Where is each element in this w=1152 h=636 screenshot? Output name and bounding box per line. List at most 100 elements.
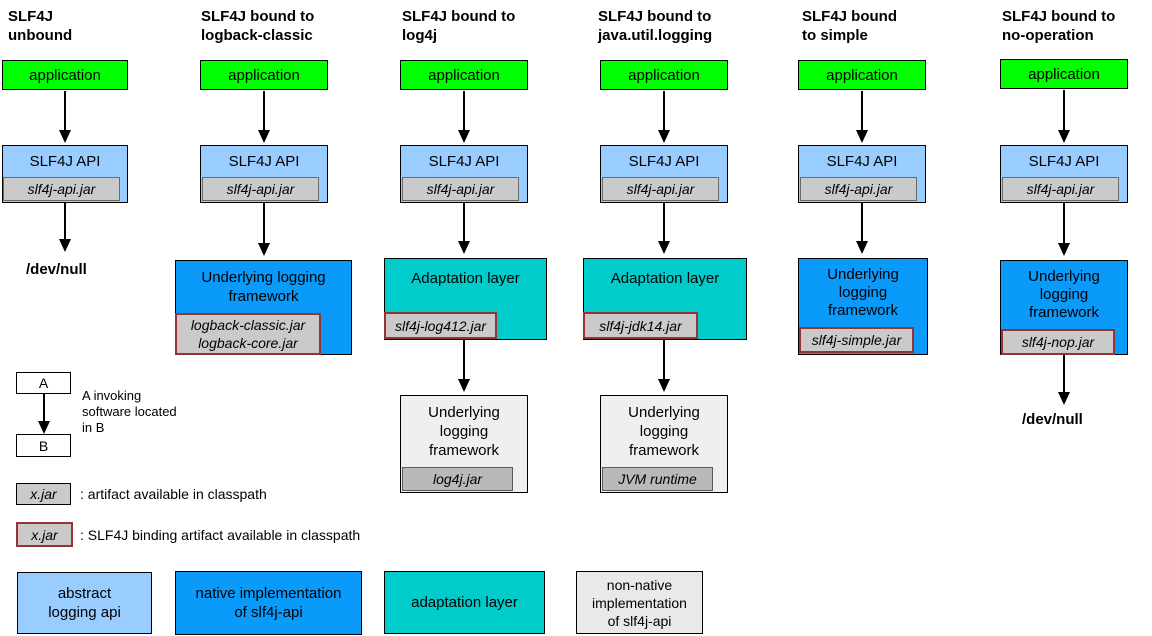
slf4j-log412-jar: slf4j-log412.jar <box>384 312 497 339</box>
slf4j-api-label: SLF4J API <box>628 153 700 170</box>
arrow-api-to-framework <box>856 203 868 254</box>
legend-artifact-note: : artifact available in classpath <box>80 486 267 502</box>
legend-invoking-text: A invoking software located in B <box>82 388 177 436</box>
application-label: application <box>628 66 700 84</box>
jar-label: x.jar <box>31 526 58 543</box>
arrow-app-to-api <box>458 91 470 143</box>
framework-line: logging <box>439 423 489 440</box>
legend-non-native-implementation: non-native implementation of slf4j-api <box>576 571 703 634</box>
key-line: abstract <box>57 585 112 602</box>
application-box: application <box>1000 59 1128 89</box>
framework-line: Underlying <box>428 404 500 421</box>
legend-abstract-logging-api: abstract logging api <box>17 572 152 634</box>
title-line: logback-classic <box>201 27 313 44</box>
slf4j-simple-jar: slf4j-simple.jar <box>799 327 914 353</box>
arrow-app-to-api <box>1058 90 1070 143</box>
jar-label: slf4j-simple.jar <box>811 332 902 348</box>
framework-line: Underlying logging <box>201 269 326 286</box>
jar-label: x.jar <box>30 486 57 502</box>
slf4j-nop-jar: slf4j-nop.jar <box>1001 329 1115 355</box>
title-line: no-operation <box>1002 27 1094 44</box>
jar-label: slf4j-jdk14.jar <box>599 317 682 334</box>
jar-label: log4j.jar <box>432 471 483 487</box>
jar-label: slf4j-api.jar <box>626 181 695 197</box>
jar-label: slf4j-api.jar <box>426 181 495 197</box>
underlying-framework-box: Underlying logging framework log4j.jar <box>400 395 528 493</box>
application-label: application <box>1028 65 1100 83</box>
underlying-framework-label: Underlying logging framework <box>799 259 927 320</box>
column-title-log4j: SLF4J bound to log4j <box>402 7 515 45</box>
legend-a-label: A <box>38 375 49 391</box>
devnull-label: /dev/null <box>1022 411 1083 428</box>
jar-label: slf4j-api.jar <box>824 181 893 197</box>
application-box: application <box>600 60 728 90</box>
arrow-app-to-api <box>59 91 71 143</box>
arrow-app-to-api <box>658 91 670 143</box>
framework-line: logging <box>838 284 888 301</box>
column-title-unbound: SLF4J unbound <box>8 7 72 45</box>
arrow-app-to-api <box>258 91 270 143</box>
column-title-jul: SLF4J bound to java.util.logging <box>598 7 712 45</box>
legend-native-implementation: native implementation of slf4j-api <box>175 571 362 635</box>
title-line: SLF4J bound to <box>201 8 315 25</box>
legend-invoking-line: software located <box>82 404 177 419</box>
legend-xjar-binding: x.jar <box>16 522 73 547</box>
application-label: application <box>29 66 101 84</box>
arrow-api-to-devnull <box>59 203 71 252</box>
underlying-framework-label: Underlying logging framework <box>601 396 727 460</box>
jar-label: slf4j-api.jar <box>1026 181 1095 197</box>
adaptation-layer-box: Adaptation layer slf4j-jdk14.jar <box>583 258 747 340</box>
title-line: log4j <box>402 27 438 44</box>
key-line: of slf4j-api <box>234 604 303 621</box>
jar-label: slf4j-api.jar <box>226 181 295 197</box>
slf4j-api-jar: slf4j-api.jar <box>402 177 519 201</box>
title-line: SLF4J bound to <box>1002 8 1116 25</box>
jar-label: slf4j-api.jar <box>27 181 96 197</box>
application-label: application <box>428 66 500 84</box>
slf4j-api-label: SLF4J API <box>428 153 500 170</box>
arrow-api-to-framework <box>1058 203 1070 256</box>
jar-label: JVM runtime <box>618 471 697 487</box>
jar-label: logback-core.jar <box>198 335 298 351</box>
framework-line: Underlying <box>1028 268 1100 285</box>
slf4j-api-box: SLF4J API slf4j-api.jar <box>1000 145 1128 203</box>
arrow-app-to-api <box>856 91 868 143</box>
jar-label: slf4j-log412.jar <box>394 317 487 334</box>
arrow-adaptation-to-underlying <box>458 340 470 392</box>
framework-line: logging <box>639 423 689 440</box>
legend-box-b: B <box>16 434 71 457</box>
logback-jars: logback-classic.jar logback-core.jar <box>175 313 321 355</box>
slf4j-api-label: SLF4J API <box>1028 153 1100 170</box>
framework-line: logging <box>1039 286 1089 303</box>
framework-line: framework <box>228 288 299 305</box>
column-title-simple: SLF4J bound to simple <box>802 7 897 45</box>
slf4j-api-box: SLF4J API slf4j-api.jar <box>200 145 328 203</box>
adaptation-layer-box: Adaptation layer slf4j-log412.jar <box>384 258 547 340</box>
slf4j-api-jar: slf4j-api.jar <box>202 177 319 201</box>
application-label: application <box>826 66 898 84</box>
framework-line: Underlying <box>827 266 899 283</box>
title-line: SLF4J bound to <box>402 8 516 25</box>
slf4j-api-label: SLF4J API <box>29 153 101 170</box>
legend-xjar-plain: x.jar <box>16 483 71 505</box>
title-line: unbound <box>8 27 73 44</box>
adaptation-layer-label: Adaptation layer <box>411 270 520 287</box>
slf4j-jdk14-jar: slf4j-jdk14.jar <box>583 312 698 339</box>
arrow-adaptation-to-underlying <box>658 340 670 392</box>
adaptation-layer-label: Adaptation layer <box>610 270 720 287</box>
key-line: of slf4j-api <box>607 612 672 629</box>
slf4j-api-box: SLF4J API slf4j-api.jar <box>2 145 128 203</box>
title-line: to simple <box>802 27 868 44</box>
legend-b-label: B <box>38 437 49 454</box>
application-box: application <box>200 60 328 90</box>
key-line: non-native <box>606 576 673 593</box>
framework-line: Underlying <box>628 404 700 421</box>
application-box: application <box>400 60 528 90</box>
application-box: application <box>2 60 128 90</box>
column-title-logback: SLF4J bound to logback-classic <box>201 7 314 45</box>
title-line: SLF4J bound <box>802 8 897 25</box>
arrow-api-to-adaptation <box>658 203 670 254</box>
framework-line: framework <box>827 302 898 319</box>
slf4j-api-jar: slf4j-api.jar <box>602 177 719 201</box>
